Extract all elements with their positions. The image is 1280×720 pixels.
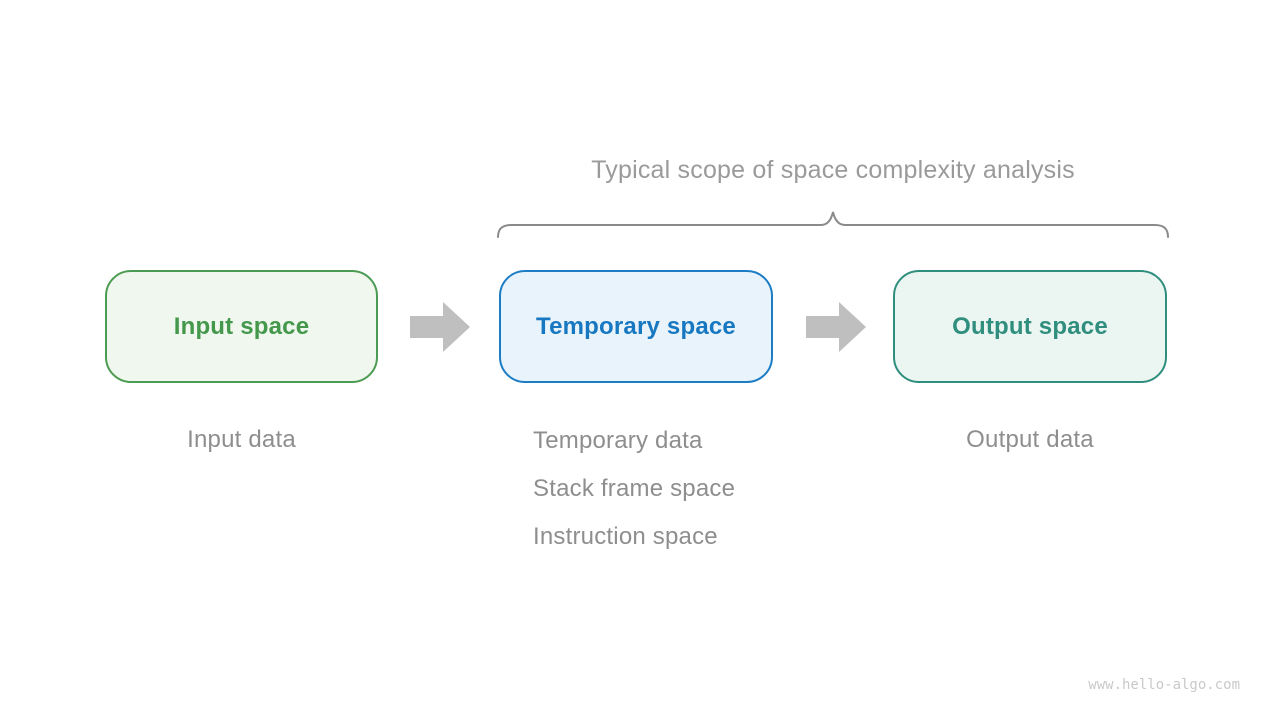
input-data-caption: Input data <box>187 426 296 453</box>
temporary-space-box: Temporary space <box>499 270 773 383</box>
output-data-caption: Output data <box>966 426 1094 453</box>
arrow-right-shape <box>410 302 470 352</box>
watermark: www.hello-algo.com <box>1088 677 1240 693</box>
input-space-box: Input space <box>105 270 378 383</box>
temporary-captions: Temporary data Stack frame space Instruc… <box>533 426 735 552</box>
input-space-label: Input space <box>173 312 310 340</box>
temporary-space-label: Temporary space <box>536 312 736 340</box>
output-space-box: Output space <box>893 270 1167 383</box>
stack-frame-space-caption: Stack frame space <box>533 475 736 502</box>
output-space-label: Output space <box>952 312 1108 340</box>
arrow-right-icon <box>806 302 866 352</box>
arrow-right-icon <box>410 302 470 352</box>
diagram-title: Typical scope of space complexity analys… <box>591 156 1075 184</box>
temporary-data-caption: Temporary data <box>533 427 703 454</box>
scope-brace-path <box>497 211 1169 238</box>
instruction-space-caption: Instruction space <box>533 523 718 550</box>
scope-brace <box>497 211 1169 238</box>
arrow-right-shape <box>806 302 866 352</box>
